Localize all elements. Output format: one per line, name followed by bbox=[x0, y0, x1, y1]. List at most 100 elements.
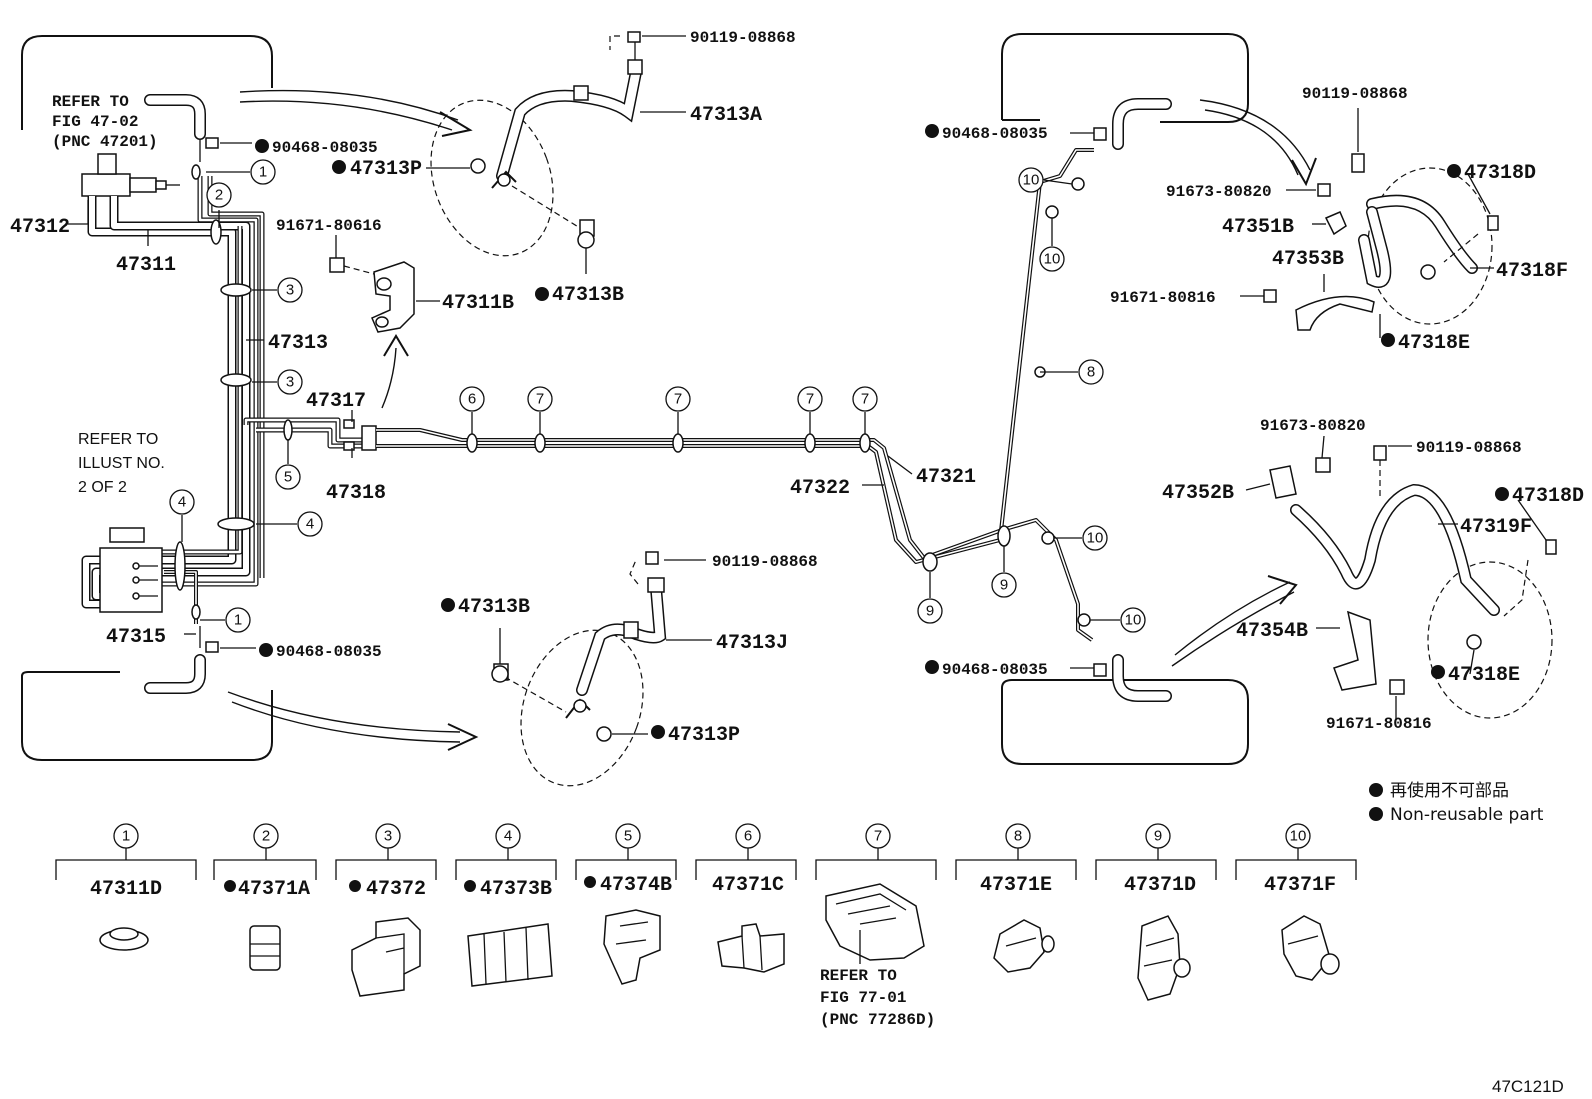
catalog-item-8: 8 47371E bbox=[955, 823, 1077, 973]
label-47353B: 47353B bbox=[1272, 248, 1344, 271]
callout-9b: 9 bbox=[991, 546, 1017, 598]
svg-text:10: 10 bbox=[1044, 251, 1061, 268]
clip-47311B bbox=[329, 257, 415, 333]
callout-10a: 10 bbox=[1018, 167, 1073, 193]
callout-4b: 4 bbox=[256, 511, 323, 537]
callout-9a: 9 bbox=[917, 572, 943, 624]
callout-3b: 3 bbox=[252, 369, 303, 395]
label-47313P-top: 47313P bbox=[350, 158, 422, 181]
catalog-item-10: 10 47371F bbox=[1235, 823, 1357, 981]
part-labels: REFER TO FIG 47-02 (PNC 47201) REFER TO … bbox=[10, 29, 1584, 747]
label-91671-80816-top: 91671-80816 bbox=[1110, 289, 1216, 307]
vehicle-outlines bbox=[21, 33, 1249, 765]
label-47319F: 47319F bbox=[1460, 516, 1532, 539]
label-47352B: 47352B bbox=[1162, 482, 1234, 505]
label-47315: 47315 bbox=[106, 626, 166, 649]
label-47313: 47313 bbox=[268, 332, 328, 355]
label-47322: 47322 bbox=[790, 477, 850, 500]
ref-text-top-left-2: FIG 47-02 bbox=[52, 113, 138, 131]
callouts: 1 2 3 3 4 4 5 1 6 7 7 7 7 8 9 9 10 10 10… bbox=[169, 159, 1146, 633]
callout-7d: 7 bbox=[852, 386, 878, 434]
nonreusable-dot bbox=[441, 598, 455, 612]
svg-text:2: 2 bbox=[215, 187, 223, 204]
clip-part-47371A: 47371A bbox=[238, 878, 310, 901]
label-47311: 47311 bbox=[116, 254, 176, 277]
svg-text:10: 10 bbox=[1125, 612, 1142, 629]
nonreusable-dot bbox=[1495, 487, 1509, 501]
clip-part-47371C: 47371C bbox=[712, 874, 784, 897]
label-91671-80816-bottom: 91671-80816 bbox=[1326, 715, 1432, 733]
nonreusable-dot bbox=[332, 160, 346, 174]
catalog-item-7: 7 REFER TO FIG 77-01 (PNC 77286D) bbox=[815, 823, 937, 1029]
svg-text:9: 9 bbox=[926, 603, 934, 620]
svg-text:6: 6 bbox=[744, 828, 752, 845]
clip-part-47371F: 47371F bbox=[1264, 874, 1336, 897]
catalog-item-4: 4 47373B bbox=[455, 823, 557, 987]
label-90119-08868-right-top: 90119-08868 bbox=[1302, 85, 1408, 103]
svg-text:7: 7 bbox=[874, 828, 882, 845]
label-91673-80820-top: 91673-80820 bbox=[1166, 183, 1272, 201]
svg-text:1: 1 bbox=[234, 612, 242, 629]
svg-text:10: 10 bbox=[1290, 828, 1307, 845]
ref-text-clip7-1: REFER TO bbox=[820, 967, 897, 985]
legend-dot-en bbox=[1369, 807, 1383, 821]
catalog-item-6: 6 47371C bbox=[695, 823, 797, 973]
svg-text:3: 3 bbox=[286, 282, 294, 299]
svg-text:10: 10 bbox=[1023, 172, 1040, 189]
callout-7c: 7 bbox=[797, 386, 823, 434]
label-47318D-bottom: 47318D bbox=[1512, 485, 1584, 508]
front-hose-detail-bottom bbox=[491, 551, 667, 787]
ref-text-mid-left-1: REFER TO bbox=[78, 431, 158, 448]
clip-part-47372: 47372 bbox=[366, 878, 426, 901]
svg-text:4: 4 bbox=[178, 494, 186, 511]
nonreusable-dot bbox=[1447, 164, 1461, 178]
catalog-item-1: 1 47311D bbox=[55, 823, 197, 951]
callout-1b: 1 bbox=[200, 607, 251, 633]
label-47311B: 47311B bbox=[442, 292, 514, 315]
label-47313J: 47313J bbox=[716, 632, 788, 655]
ref-text-top-left-1: REFER TO bbox=[52, 93, 129, 111]
svg-text:1: 1 bbox=[259, 164, 267, 181]
master-cylinder-lines bbox=[81, 94, 377, 694]
label-91671-80616: 91671-80616 bbox=[276, 217, 382, 235]
callout-4a: 4 bbox=[169, 489, 195, 542]
nonreusable-dot bbox=[464, 880, 476, 892]
legend-dot-jp bbox=[1369, 783, 1383, 797]
label-90119-08868-mid: 90119-08868 bbox=[712, 553, 818, 571]
label-90468-08035-right-top: 90468-08035 bbox=[942, 125, 1048, 143]
svg-text:7: 7 bbox=[861, 391, 869, 408]
svg-text:4: 4 bbox=[306, 516, 314, 533]
svg-text:7: 7 bbox=[806, 391, 814, 408]
flow-arrows bbox=[227, 89, 1317, 751]
callout-8: 8 bbox=[1040, 359, 1104, 385]
callout-10d: 10 bbox=[1090, 607, 1146, 633]
ref-text-clip7-3: (PNC 77286D) bbox=[820, 1011, 935, 1029]
legend: 再使用不可部品 Non-reusable part bbox=[1369, 780, 1544, 825]
label-47313B-bottom: 47313B bbox=[458, 596, 530, 619]
svg-text:5: 5 bbox=[284, 469, 292, 486]
svg-text:3: 3 bbox=[286, 374, 294, 391]
label-90119-08868-right-bottom: 90119-08868 bbox=[1416, 439, 1522, 457]
label-90468-08035-right-bottom: 90468-08035 bbox=[942, 661, 1048, 679]
label-90468-08035-bottom: 90468-08035 bbox=[276, 643, 382, 661]
callout-7b: 7 bbox=[665, 386, 691, 434]
svg-text:7: 7 bbox=[536, 391, 544, 408]
figure-id: 47C121D bbox=[1492, 1077, 1564, 1096]
ref-text-mid-left-3: 2 OF 2 bbox=[78, 479, 127, 496]
rear-hose-detail-top bbox=[1263, 153, 1499, 331]
label-47318D-top: 47318D bbox=[1464, 162, 1536, 185]
svg-text:8: 8 bbox=[1087, 364, 1095, 381]
label-47312: 47312 bbox=[10, 216, 70, 239]
callout-10c: 10 bbox=[1054, 525, 1108, 551]
clip-part-47374B: 47374B bbox=[600, 874, 672, 897]
svg-text:7: 7 bbox=[674, 391, 682, 408]
label-47317: 47317 bbox=[306, 390, 366, 413]
callout-7a: 7 bbox=[527, 386, 553, 434]
callout-2: 2 bbox=[206, 182, 232, 228]
catalog-item-3: 3 47372 bbox=[335, 823, 437, 997]
label-47313P-bottom: 47313P bbox=[668, 724, 740, 747]
callout-6: 6 bbox=[459, 386, 485, 434]
leader-lines bbox=[68, 35, 1547, 735]
clip-part-47371D: 47371D bbox=[1124, 874, 1196, 897]
